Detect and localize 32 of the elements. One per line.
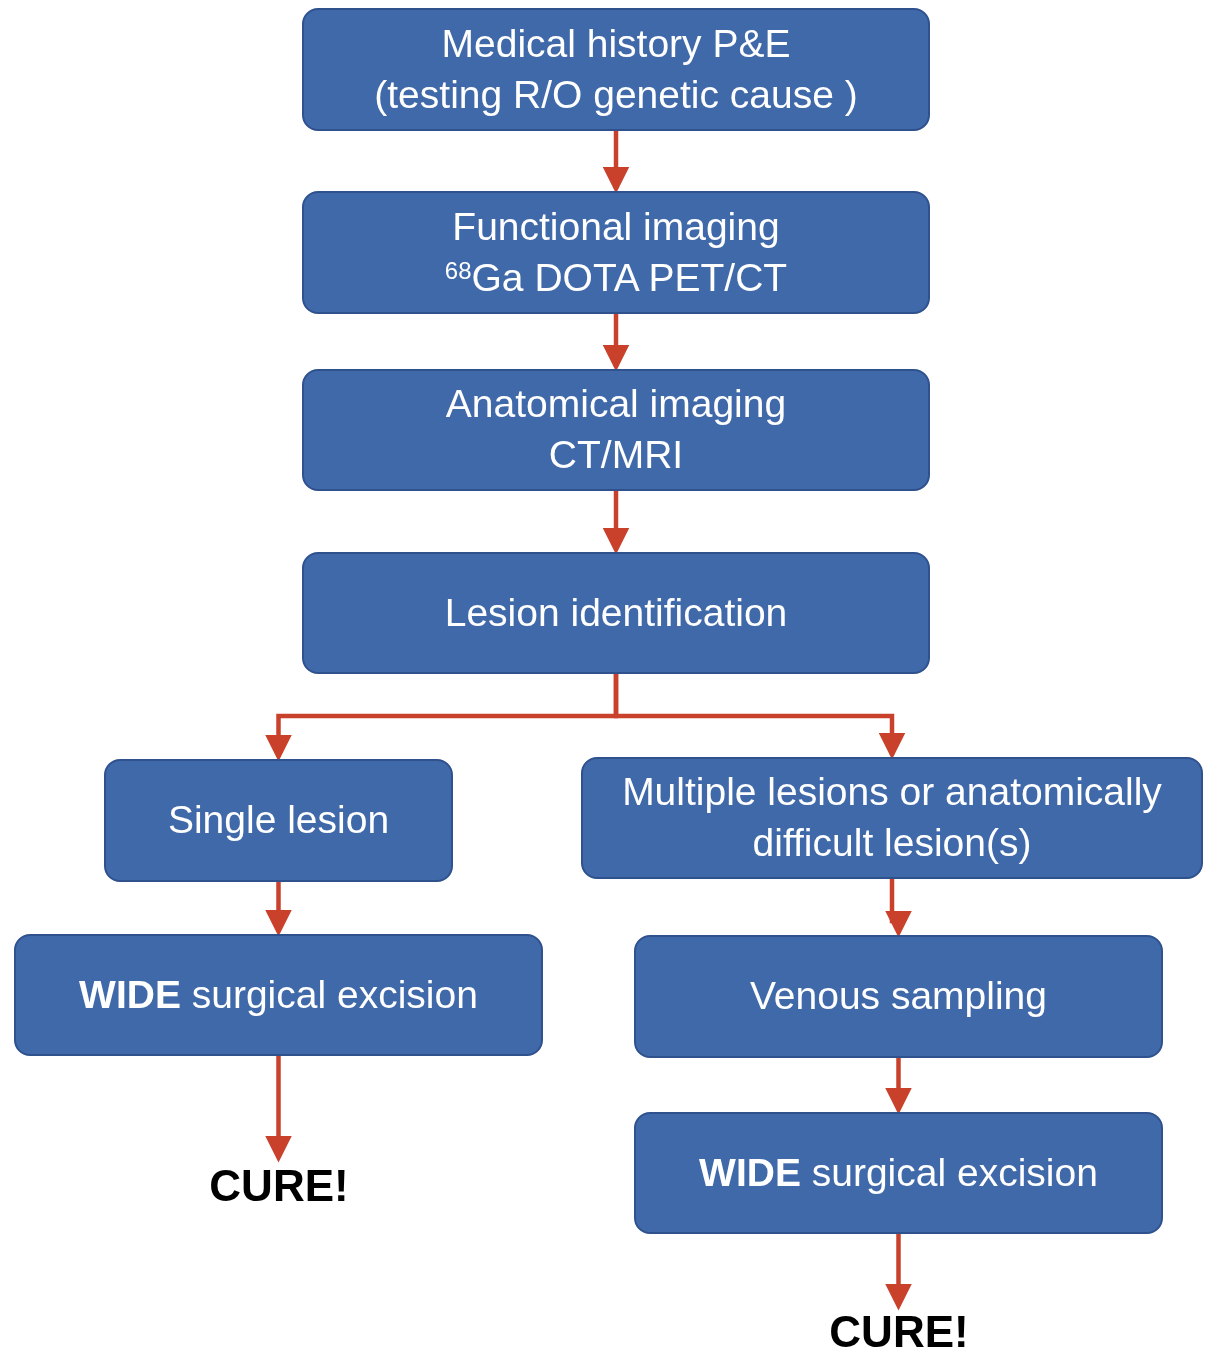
arrow xyxy=(885,879,912,938)
process-box xyxy=(634,935,1163,1058)
box-text: CT/MRI xyxy=(548,432,684,478)
process-box xyxy=(302,369,930,491)
process-box xyxy=(104,759,453,882)
result-text: CURE! xyxy=(179,1160,379,1212)
box-text: WIDE surgical excision xyxy=(79,971,478,1018)
box-text: WIDE surgical excision xyxy=(699,1149,1098,1196)
box-text: Venous sampling xyxy=(749,973,1047,1020)
process-box xyxy=(14,934,543,1056)
arrow xyxy=(885,1058,912,1115)
arrow xyxy=(602,491,630,555)
process-box xyxy=(634,1112,1163,1234)
arrow xyxy=(265,882,292,937)
arrow xyxy=(885,1234,912,1311)
box-text: Lesion identification xyxy=(444,589,788,636)
arrow xyxy=(265,1056,292,1163)
result-text: CURE! xyxy=(799,1308,999,1356)
box-text: Functional imaging xyxy=(452,203,780,250)
arrow xyxy=(613,674,906,760)
process-box xyxy=(302,552,930,674)
box-text: Multiple lesions or anatomically difficult lesion(s) xyxy=(621,769,1163,866)
arrow xyxy=(602,131,630,194)
process-box xyxy=(302,191,930,314)
arrow xyxy=(602,314,630,372)
box-text: $^{68}$Ga DOTA PET/CT xyxy=(444,254,788,301)
box-text: Single lesion xyxy=(167,797,390,844)
box-text: Anatomical imaging xyxy=(445,381,787,428)
box-text: (testing R/O genetic cause ) xyxy=(374,71,858,118)
process-box xyxy=(302,8,930,131)
box-text: Medical history P&E xyxy=(441,20,791,67)
process-box xyxy=(581,757,1203,879)
